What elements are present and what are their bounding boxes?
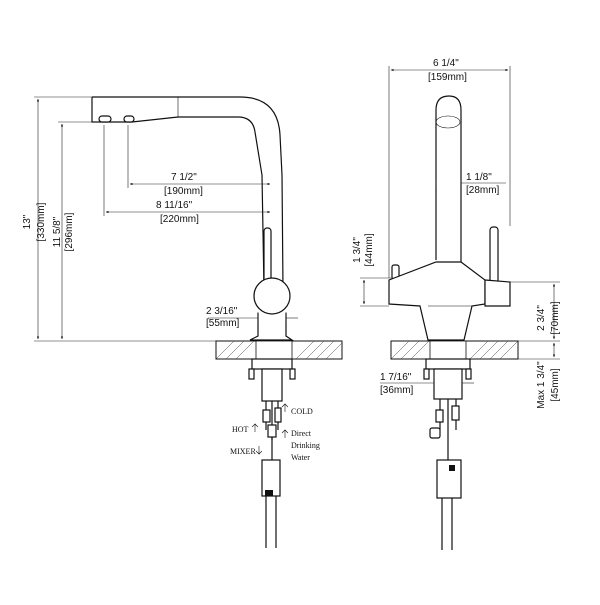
front-body-mm: [70mm] xyxy=(550,301,561,335)
direct-arrow-icon xyxy=(281,429,289,438)
front-hose-fitting-3 xyxy=(429,427,441,439)
front-hose-fitting-2 xyxy=(451,405,460,421)
base-mm: [55mm] xyxy=(206,318,240,329)
front-spout-mm: [28mm] xyxy=(466,185,500,196)
front-weight-mark xyxy=(449,465,455,471)
reach-1-mm: [190mm] xyxy=(164,186,203,197)
side-base xyxy=(249,313,294,341)
flow-labels: COLD HOT Direct Drinking Water MIXER xyxy=(230,403,320,462)
front-spout-top xyxy=(435,115,461,129)
front-deck-hatch xyxy=(390,340,519,360)
total-height-mm: [330mm] xyxy=(36,202,47,241)
front-bolt-right xyxy=(465,368,472,380)
front-width-inch: 6 1/4" xyxy=(433,58,459,69)
dim-front-body-height: 2 3/4" [70mm] xyxy=(510,281,561,342)
reach-1-inch: 7 1/2" xyxy=(171,172,197,183)
dim-front-shank: 1 7/16" [36mm] xyxy=(380,370,474,396)
front-body xyxy=(388,261,486,341)
reach-2-inch: 8 11/16" xyxy=(156,200,193,211)
dim-reach-2: 8 11/16" [220mm] xyxy=(103,125,271,225)
spout-head xyxy=(91,97,265,291)
front-pull-hose-lower xyxy=(441,498,453,550)
side-hose-fitting-2 xyxy=(274,407,282,423)
front-spout-inch: 1 1/8" xyxy=(466,172,492,183)
side-hose-fitting-1 xyxy=(262,409,271,423)
front-body-inch: 2 3/4" xyxy=(536,305,547,331)
front-hose-fitting-1 xyxy=(435,409,444,423)
front-handle-mm: [44mm] xyxy=(364,233,375,267)
front-handle xyxy=(489,226,499,284)
side-pull-hose-lower xyxy=(265,496,277,548)
reach-2-mm: [220mm] xyxy=(160,214,199,225)
side-deck-hole xyxy=(255,340,293,360)
total-height-inch: 13" xyxy=(22,214,33,229)
front-handle-inch: 1 3/4" xyxy=(352,237,363,263)
front-fixing-plate xyxy=(425,358,471,370)
side-weight-mark xyxy=(265,490,273,496)
dim-reach-1: 7 1/2" [190mm] xyxy=(127,125,271,197)
spout-top-outline xyxy=(92,96,284,291)
side-hose-fitting-3 xyxy=(267,424,277,438)
dim-total-height: 13" [330mm] xyxy=(22,96,216,342)
mixer-arrow-icon xyxy=(255,446,263,455)
dim-front-handle-height: 1 3/4" [44mm] xyxy=(352,233,392,307)
front-handle-housing xyxy=(484,279,511,307)
label-mixer: MIXER xyxy=(230,447,256,456)
side-deck-hatch xyxy=(215,340,343,360)
front-spout-column xyxy=(435,95,462,262)
front-shank-inch: 1 7/16" xyxy=(380,372,412,383)
side-body-ball xyxy=(253,277,291,315)
front-shank xyxy=(433,368,463,400)
spout-height-mm: [296mm] xyxy=(64,212,75,251)
side-fixing-plate xyxy=(251,358,293,370)
front-bolt-left xyxy=(423,368,430,380)
label-drinking: Drinking xyxy=(291,441,320,450)
label-direct: Direct xyxy=(291,429,312,438)
dim-spout-height: 11 5/8" [296mm] xyxy=(52,121,99,340)
label-water: Water xyxy=(291,453,310,462)
dim-front-width: 6 1/4" [159mm] xyxy=(388,58,511,278)
cold-arrow-icon xyxy=(281,403,289,412)
outlet-hot xyxy=(98,115,112,123)
side-view: COLD HOT Direct Drinking Water MIXER 13"… xyxy=(22,96,343,548)
side-shank xyxy=(261,368,283,402)
front-deck-hole xyxy=(429,340,467,360)
label-cold: COLD xyxy=(291,407,313,416)
front-width-mm: [159mm] xyxy=(428,72,467,83)
front-shank-mm: [36mm] xyxy=(380,385,414,396)
spout-height-inch: 11 5/8" xyxy=(52,216,63,247)
dim-base: 2 3/16" [55mm] xyxy=(206,306,298,329)
dim-front-deck-max: Max 1 3/4" [45mm] xyxy=(518,342,561,409)
base-inch: 2 3/16" xyxy=(206,306,238,317)
front-deck-max-mm: [45mm] xyxy=(550,368,561,402)
hot-arrow-icon xyxy=(251,423,259,432)
side-fixing-bolt-left xyxy=(248,368,255,380)
front-view: 6 1/4" [159mm] 1 1/8" [28mm] 1 3/4" [44m… xyxy=(352,58,561,550)
side-fixing-bolt-right xyxy=(289,368,296,380)
outlet-cold xyxy=(123,115,135,123)
dim-front-spout: 1 1/8" [28mm] xyxy=(435,172,506,196)
front-deck-max-inch: Max 1 3/4" xyxy=(536,361,547,409)
label-hot: HOT xyxy=(232,425,249,434)
